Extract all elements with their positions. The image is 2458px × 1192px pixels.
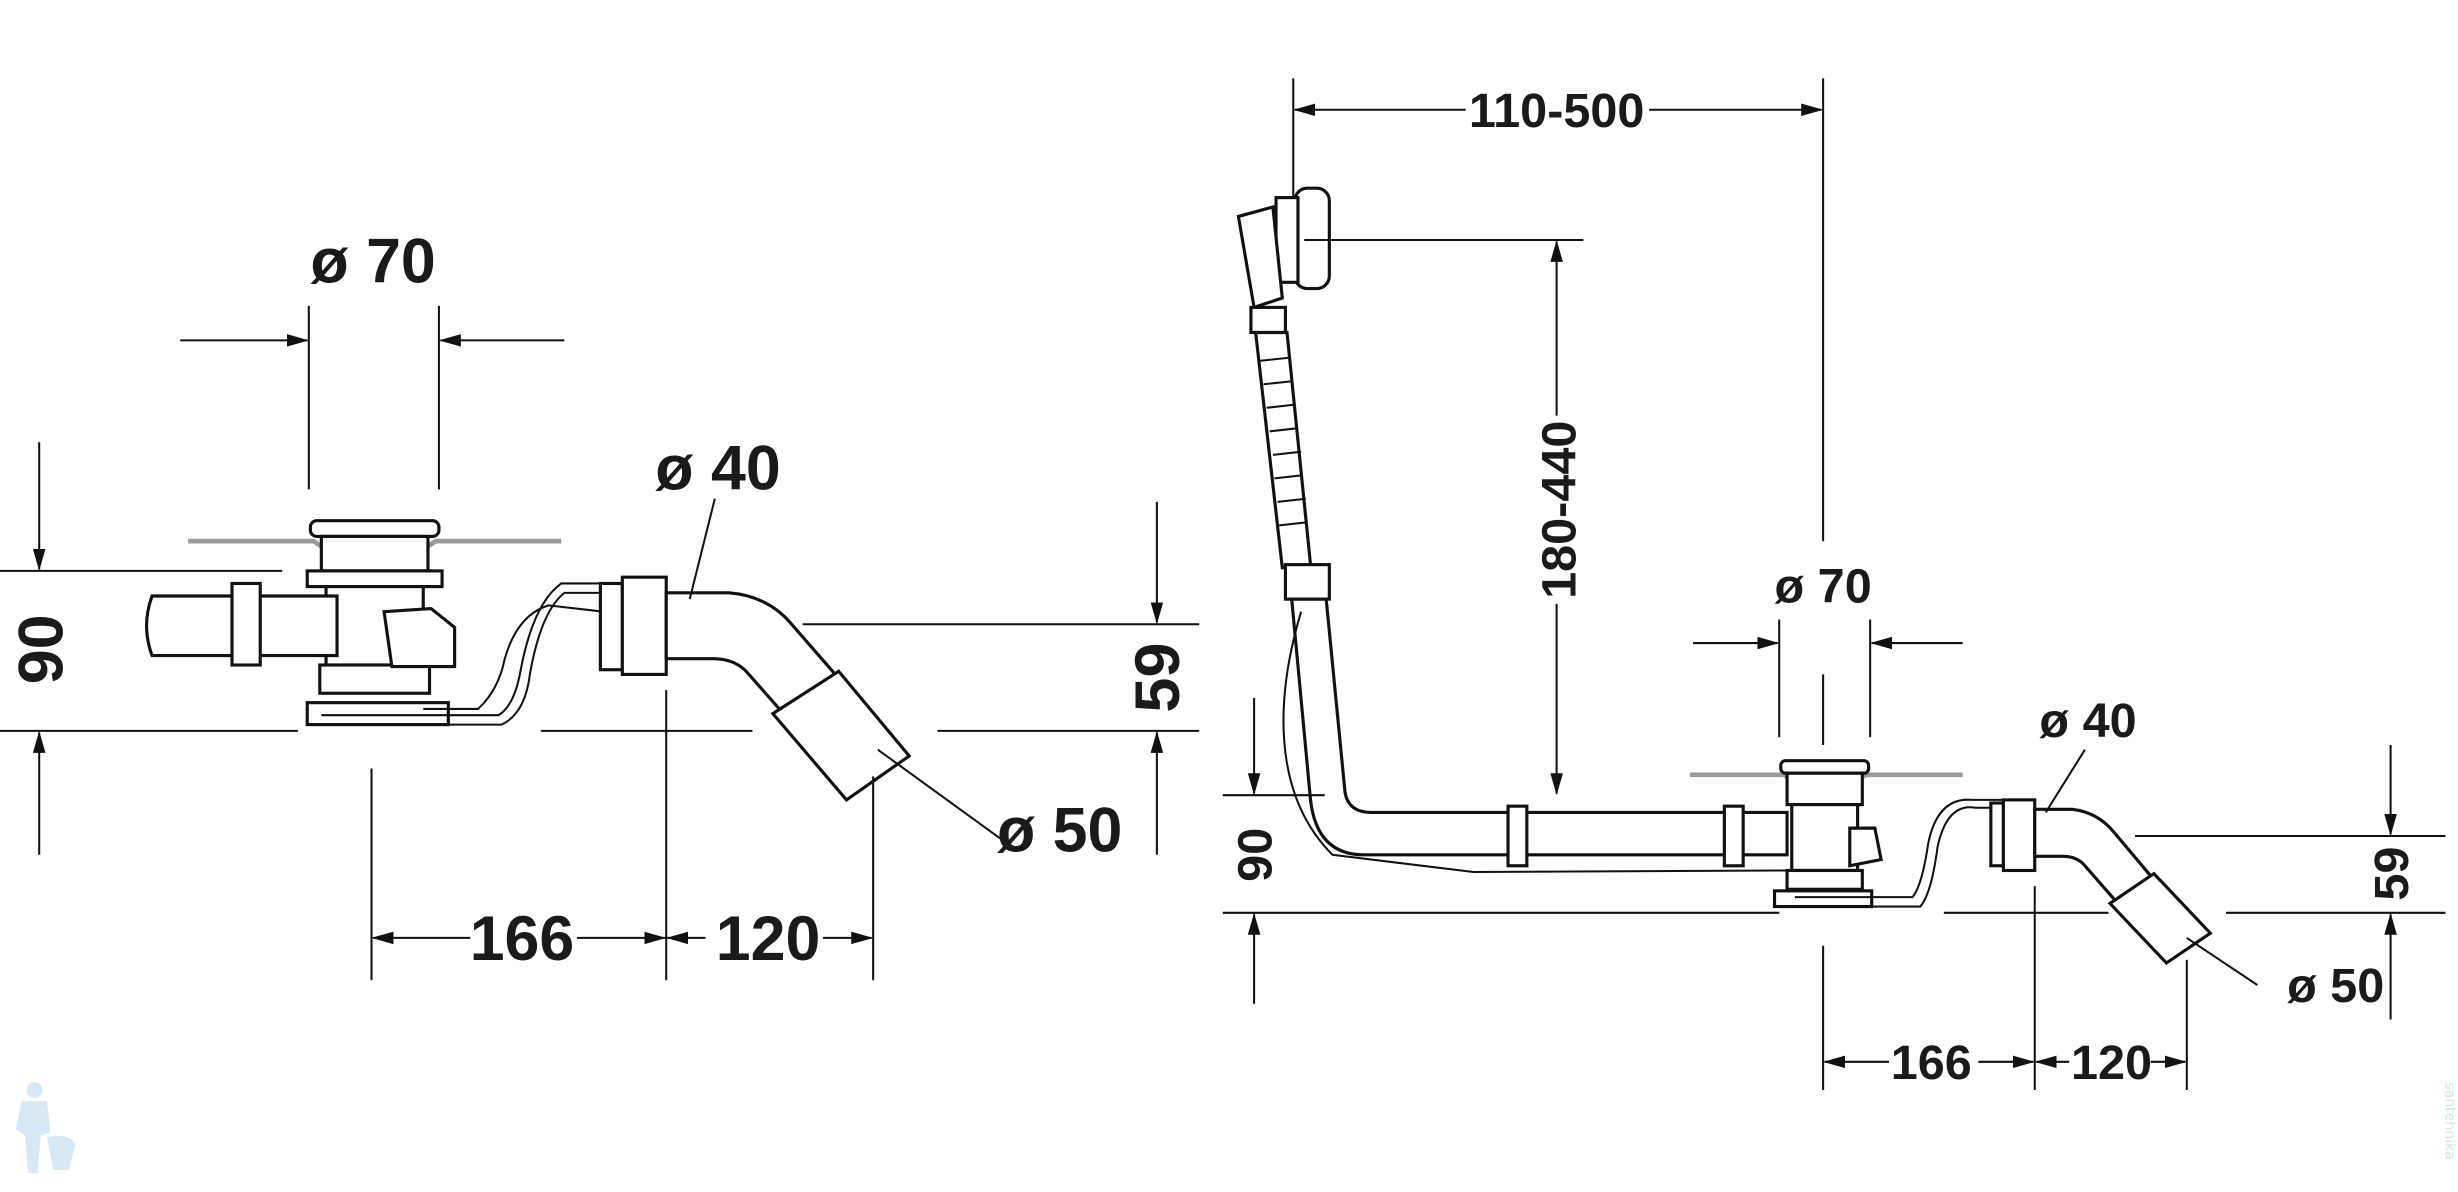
- right-vertical-range-label: 180-440: [1532, 421, 1586, 599]
- right-drain-diameter-label: ø 70: [1775, 559, 1872, 613]
- right-height-label: 90: [1228, 828, 1282, 882]
- left-outlet-height-label: 59: [1123, 643, 1193, 713]
- watermark-mascot-logo: [15, 1082, 76, 1174]
- overflow-pipe: [1289, 597, 1789, 857]
- right-outlet-height-label: 59: [2365, 847, 2419, 901]
- left-outlet-diameter-label: ø 50: [997, 796, 1122, 866]
- left-pipe-diameter-label: ø 40: [655, 433, 780, 503]
- watermark-text: santehnika: [2441, 1082, 2457, 1160]
- overflow-head: [1236, 186, 1331, 335]
- left-horizontal-pipe: [145, 581, 339, 667]
- right-elbow-fitting: [1989, 798, 2213, 966]
- left-drain-diameter-label: ø 70: [310, 226, 435, 296]
- right-drain-body: [1772, 759, 1883, 909]
- drain-body: [305, 519, 457, 727]
- left-height-label: 90: [7, 614, 77, 684]
- right-horizontal-range-label: 110-500: [1469, 84, 1645, 138]
- left-dim-120-label: 120: [716, 904, 821, 974]
- flexible-hose: [1253, 330, 1331, 601]
- left-dim-166-label: 166: [470, 904, 575, 974]
- right-dim-120-label: 120: [2071, 1036, 2152, 1090]
- right-dim-166-label: 166: [1891, 1036, 1972, 1090]
- right-pipe-diameter-label: ø 40: [2039, 694, 2136, 748]
- right-outlet-diameter-label: ø 50: [2287, 959, 2384, 1013]
- left-drain-view: ø 70 ø 40: [0, 226, 1200, 981]
- elbow-fitting: [598, 575, 912, 802]
- right-overflow-view: 110-500 180-440 ø 70: [1222, 78, 2446, 1090]
